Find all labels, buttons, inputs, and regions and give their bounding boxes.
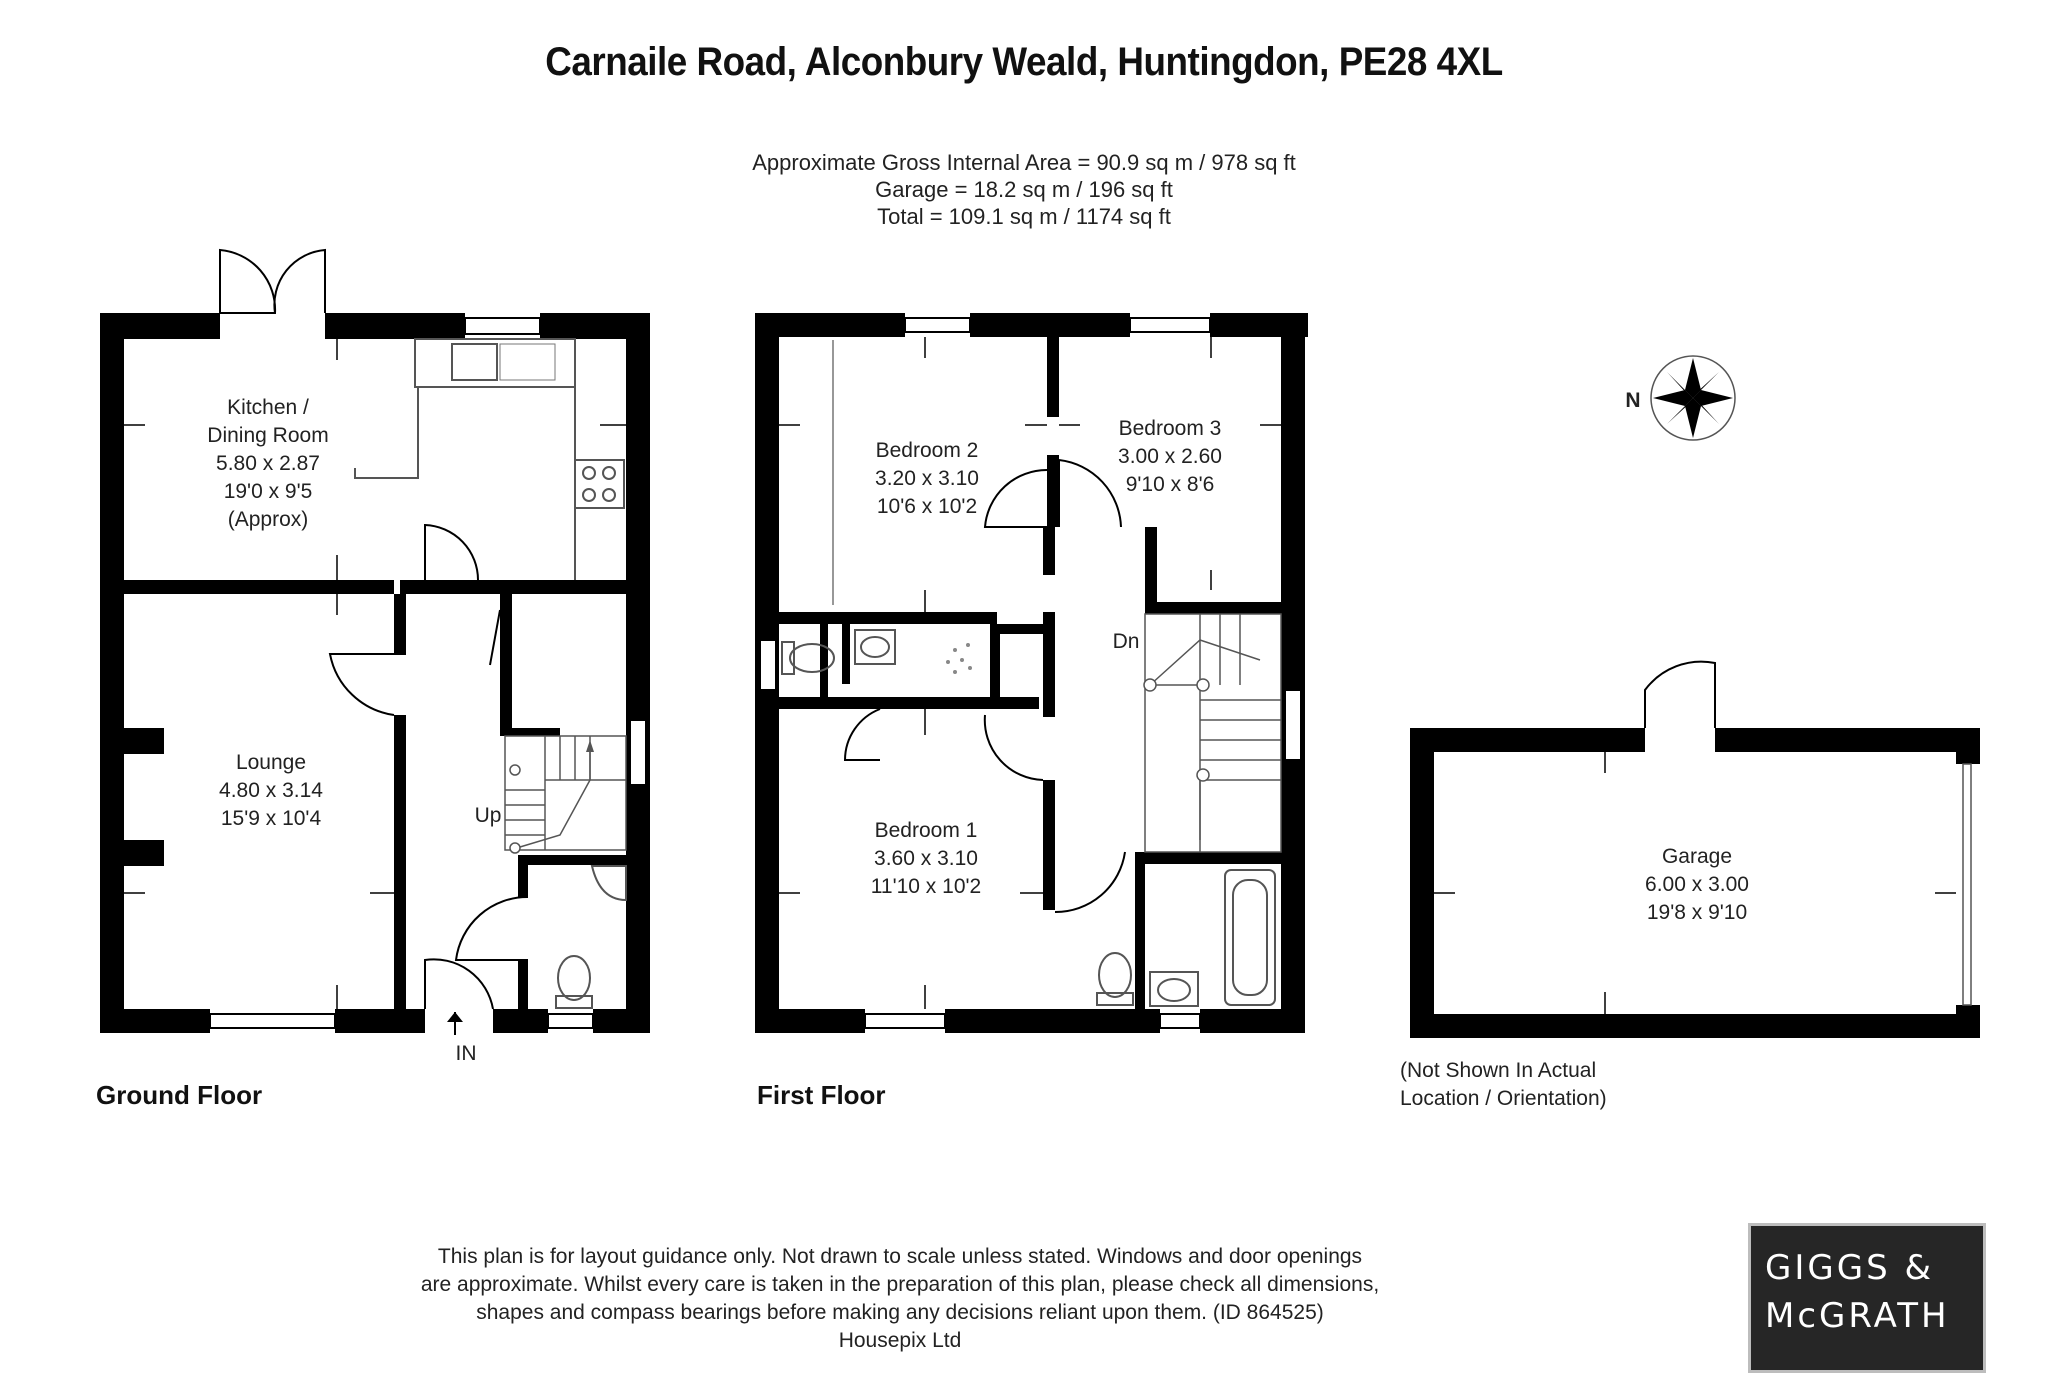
garage-dimensions-imperial: 19'8 x 9'10 xyxy=(1647,901,1747,924)
gross-internal-area: Approximate Gross Internal Area = 90.9 s… xyxy=(752,150,1296,175)
entrance-label: IN xyxy=(456,1042,477,1065)
disclaimer-line1: This plan is for layout guidance only. N… xyxy=(437,1245,1363,1268)
total-area: Total = 109.1 sq m / 1174 sq ft xyxy=(877,204,1171,229)
lounge-label: Lounge xyxy=(236,751,306,774)
plan-title: Carnaile Road, Alconbury Weald, Huntingd… xyxy=(545,40,1503,84)
garage-label: Garage xyxy=(1662,845,1732,868)
lounge-dimensions-metric: 4.80 x 3.14 xyxy=(219,779,323,802)
bedroom3-label: Bedroom 3 xyxy=(1119,417,1222,440)
compass-rose-icon xyxy=(1650,355,1736,441)
garage-note-line2: Location / Orientation) xyxy=(1400,1087,1607,1110)
disclaimer-line3: shapes and compass bearings before makin… xyxy=(476,1301,1324,1324)
first-floor-plan xyxy=(755,313,1308,1033)
stairs-down-label: Dn xyxy=(1113,630,1140,653)
kitchen-approx-note: (Approx) xyxy=(228,508,309,531)
logo-line1: GIGGS & xyxy=(1765,1248,1934,1288)
disclaimer-line4: Housepix Ltd xyxy=(838,1329,962,1352)
kitchen-dimensions-metric: 5.80 x 2.87 xyxy=(216,452,320,475)
north-label: N xyxy=(1625,389,1640,412)
bedroom3-dimensions-metric: 3.00 x 2.60 xyxy=(1118,445,1222,468)
kitchen-dimensions-imperial: 19'0 x 9'5 xyxy=(224,480,313,503)
kitchen-label-line1: Kitchen / xyxy=(227,396,309,419)
disclaimer: This plan is for layout guidance only. N… xyxy=(350,1243,1450,1355)
bedroom1-dimensions-imperial: 11'10 x 10'2 xyxy=(871,875,981,898)
room-labels: Kitchen / Dining Room 5.80 x 2.87 19'0 x… xyxy=(207,389,1749,1065)
ground-floor-label: Ground Floor xyxy=(96,1080,263,1110)
stairs-up-label: Up xyxy=(475,804,502,827)
kitchen-label-line2: Dining Room xyxy=(207,424,328,447)
garage-note-line1: (Not Shown In Actual xyxy=(1400,1059,1597,1082)
garage-plan xyxy=(1410,660,1980,1038)
garage-location-note: (Not Shown In Actual Location / Orientat… xyxy=(1400,1057,1607,1113)
bedroom2-dimensions-imperial: 10'6 x 10'2 xyxy=(877,495,977,518)
logo-line2: McGRATH xyxy=(1765,1296,1950,1336)
first-floor-label: First Floor xyxy=(757,1080,886,1110)
bedroom1-label: Bedroom 1 xyxy=(875,819,978,842)
garage-area: Garage = 18.2 sq m / 196 sq ft xyxy=(875,177,1173,202)
bedroom3-dimensions-imperial: 9'10 x 8'6 xyxy=(1126,473,1215,496)
agency-logo: GIGGS & McGRATH xyxy=(1748,1223,1986,1373)
ground-floor-plan xyxy=(100,248,650,1035)
bedroom2-dimensions-metric: 3.20 x 3.10 xyxy=(875,467,979,490)
garage-dimensions-metric: 6.00 x 3.00 xyxy=(1645,873,1749,896)
disclaimer-line2: are approximate. Whilst every care is ta… xyxy=(420,1273,1380,1296)
bedroom2-label: Bedroom 2 xyxy=(876,439,979,462)
bedroom1-dimensions-metric: 3.60 x 3.10 xyxy=(874,847,978,870)
lounge-dimensions-imperial: 15'9 x 10'4 xyxy=(221,807,322,830)
